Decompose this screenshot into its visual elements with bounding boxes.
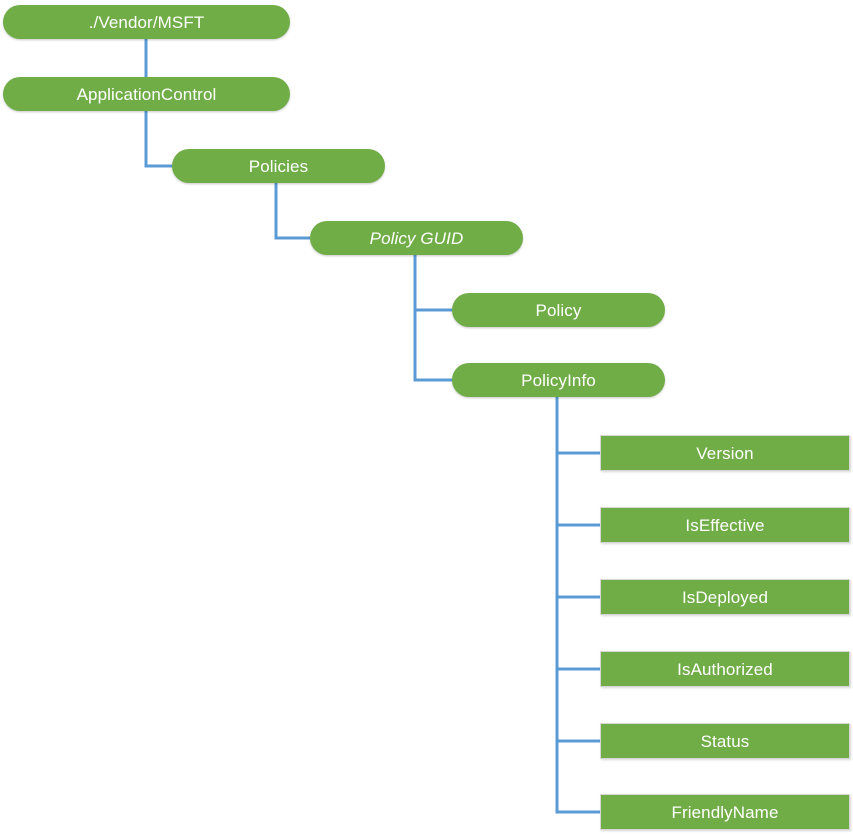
- connector-policyinfo-to-version: [555, 397, 600, 455]
- connector-policyinfo-to-isdeployed: [555, 397, 600, 599]
- node-label-policies: Policies: [248, 156, 309, 176]
- node-policy-guid[interactable]: Policy GUID: [310, 221, 523, 255]
- node-application-control[interactable]: ApplicationControl: [3, 77, 290, 111]
- node-policy[interactable]: Policy: [452, 293, 665, 327]
- node-label-friendly-name: FriendlyName: [671, 802, 779, 822]
- node-friendly-name[interactable]: FriendlyName: [600, 794, 850, 830]
- node-version[interactable]: Version: [600, 435, 850, 471]
- node-vendor-msft[interactable]: ./Vendor/MSFT: [3, 5, 290, 39]
- connector-policyguid-to-policyinfo: [413, 255, 452, 382]
- node-label-policy: Policy: [535, 300, 582, 320]
- node-label-status: Status: [700, 731, 750, 751]
- node-policies[interactable]: Policies: [172, 149, 385, 183]
- connector-policyinfo-to-isauthorized: [555, 397, 600, 671]
- node-is-deployed[interactable]: IsDeployed: [600, 579, 850, 615]
- node-label-version: Version: [696, 443, 754, 463]
- connector-policyinfo-to-friendlyname: [555, 397, 600, 814]
- node-is-effective[interactable]: IsEffective: [600, 507, 850, 543]
- connector-policyguid-to-policy: [413, 255, 452, 312]
- node-is-authorized[interactable]: IsAuthorized: [600, 651, 850, 687]
- connector-policyinfo-to-iseffective: [555, 397, 600, 527]
- node-label-policy-info: PolicyInfo: [521, 370, 596, 390]
- node-label-is-deployed: IsDeployed: [681, 587, 769, 607]
- node-label-vendor-msft: ./Vendor/MSFT: [88, 12, 205, 32]
- node-label-is-effective: IsEffective: [685, 515, 765, 535]
- node-policy-info[interactable]: PolicyInfo: [452, 363, 665, 397]
- node-status[interactable]: Status: [600, 723, 850, 759]
- connector-policies-to-policyguid: [274, 183, 310, 240]
- node-label-policy-guid: Policy GUID: [369, 228, 464, 248]
- connector-appcontrol-to-policies: [144, 111, 172, 168]
- connector-policyinfo-to-status: [555, 397, 600, 743]
- node-label-is-authorized: IsAuthorized: [677, 659, 773, 679]
- node-label-application-control: ApplicationControl: [76, 84, 217, 104]
